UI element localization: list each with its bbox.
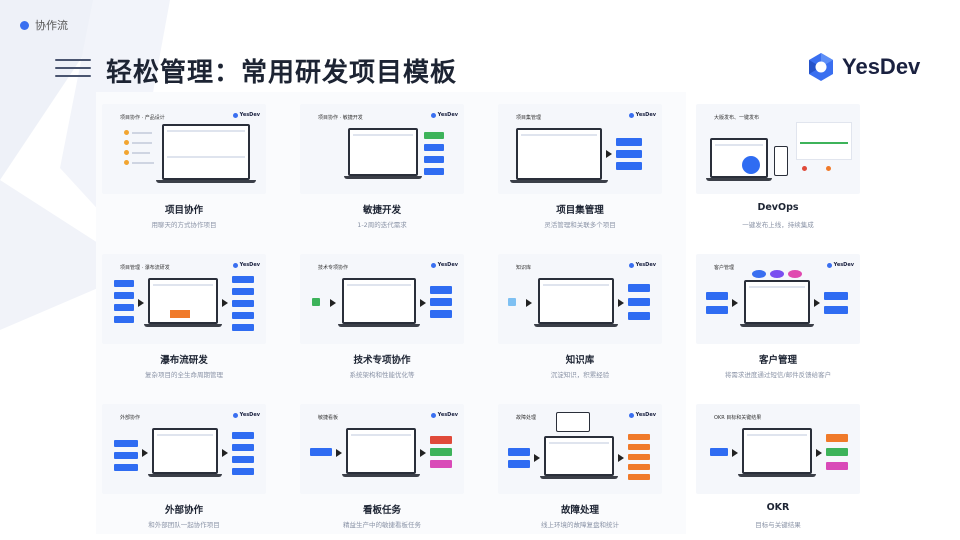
template-thumbnail: 知识库 YesDev bbox=[498, 254, 662, 344]
thumb-logo: YesDev bbox=[430, 412, 458, 418]
menu-icon bbox=[55, 59, 91, 77]
card-description: 复杂项目的全生命周期管理 bbox=[145, 371, 223, 379]
card-title: 敏捷开发 bbox=[362, 205, 401, 216]
card-description: 将需求进度通过短信/邮件反馈给客户 bbox=[724, 371, 832, 379]
card-description: 目标与关键结果 bbox=[755, 521, 801, 529]
card-title: 项目协作 bbox=[164, 205, 203, 216]
card-description: 和外部团队一起协作项目 bbox=[148, 521, 220, 529]
template-thumbnail: 大版发布、一键发布 bbox=[696, 104, 860, 194]
thumb-logo: YesDev bbox=[628, 412, 656, 418]
thumb-header: 项目集管理 bbox=[516, 115, 542, 121]
card-title: 外部协作 bbox=[164, 505, 203, 516]
template-card-tech-project[interactable]: 技术专项协作 YesDev 技术专项协作 系统架构和性能优化等 bbox=[294, 242, 470, 382]
logo-text: YesDev bbox=[842, 54, 921, 79]
yesdev-logo: YesDev bbox=[806, 52, 920, 82]
thumb-header: 客户管理 bbox=[714, 265, 735, 271]
template-card-kanban[interactable]: 敏捷看板 YesDev 看板任务 精益生产中的敏捷看板任务 bbox=[294, 392, 470, 532]
thumb-header: 知识库 bbox=[516, 265, 532, 271]
card-description: 灵活管理和关联多个项目 bbox=[544, 221, 616, 229]
template-thumbnail: 项目协作 · 产品设计 YesDev bbox=[102, 104, 266, 194]
card-description: 系统架构和性能优化等 bbox=[349, 371, 415, 379]
thumb-logo: YesDev bbox=[430, 262, 458, 268]
template-thumbnail: 项目管理 · 瀑布流研发 YesDev bbox=[102, 254, 266, 344]
card-title: 故障处理 bbox=[560, 505, 599, 516]
page-title: 轻松管理：常用研发项目模板 bbox=[106, 58, 458, 88]
template-thumbnail: 敏捷看板 YesDev bbox=[300, 404, 464, 494]
thumb-logo: YesDev bbox=[628, 262, 656, 268]
card-description: 精益生产中的敏捷看板任务 bbox=[343, 521, 421, 529]
card-description: 用聊天的方式协作项目 bbox=[151, 221, 217, 229]
section-tag-label: 协作流 bbox=[35, 19, 68, 32]
thumb-header: 大版发布、一键发布 bbox=[714, 115, 760, 121]
template-card-waterfall[interactable]: 项目管理 · 瀑布流研发 YesDev 瀑布流研发 复杂项目的全生命周期管理 bbox=[96, 242, 272, 382]
template-card-knowledge-base[interactable]: 知识库 YesDev 知识库 沉淀知识，积累经验 bbox=[492, 242, 668, 382]
section-tag: 协作流 bbox=[20, 17, 68, 33]
template-card-customer[interactable]: 客户管理 YesDev 客户管理 将需求进度通过短信/邮件反馈给客户 bbox=[690, 242, 866, 382]
template-card-incident[interactable]: 故障处理 YesDev 故障处理 线上环境的故障复盘和统计 bbox=[492, 392, 668, 532]
template-thumbnail: 技术专项协作 YesDev bbox=[300, 254, 464, 344]
thumb-logo: YesDev bbox=[232, 262, 260, 268]
card-description: 沉淀知识，积累经验 bbox=[550, 371, 610, 379]
thumb-logo: YesDev bbox=[232, 412, 260, 418]
thumb-logo: YesDev bbox=[430, 112, 458, 118]
card-title: 看板任务 bbox=[362, 505, 401, 516]
card-title: 知识库 bbox=[565, 355, 595, 366]
card-title: 技术专项协作 bbox=[353, 355, 411, 366]
template-card-program-management[interactable]: 项目集管理 YesDev 项目集管理 灵活管理和关联多个项目 bbox=[492, 92, 668, 232]
card-description: 1-2周的迭代需求 bbox=[357, 221, 407, 229]
thumb-logo: YesDev bbox=[232, 112, 260, 118]
card-description: 线上环境的故障复盘和统计 bbox=[541, 521, 619, 529]
thumb-header: 项目协作 · 敏捷开发 bbox=[318, 115, 363, 121]
yesdev-logo-icon bbox=[809, 53, 833, 81]
template-thumbnail: OKR 目标和关键结果 bbox=[696, 404, 860, 494]
thumb-header: 技术专项协作 bbox=[318, 265, 349, 271]
card-title: DevOps bbox=[757, 202, 799, 213]
template-thumbnail: 客户管理 YesDev bbox=[696, 254, 860, 344]
thumb-header: 项目协作 · 产品设计 bbox=[120, 115, 165, 121]
thumb-header: 故障处理 bbox=[516, 415, 537, 421]
thumb-header: OKR 目标和关键结果 bbox=[714, 415, 762, 421]
thumb-header: 敏捷看板 bbox=[318, 415, 339, 421]
thumb-logo: YesDev bbox=[826, 262, 854, 268]
card-title: OKR bbox=[766, 502, 790, 513]
template-thumbnail: 故障处理 YesDev bbox=[498, 404, 662, 494]
template-card-devops[interactable]: 大版发布、一键发布 DevOps 一键发布上线，持续集成 bbox=[690, 92, 866, 232]
card-title: 项目集管理 bbox=[556, 205, 604, 216]
dot-icon bbox=[20, 20, 29, 30]
template-card-external-collab[interactable]: 外部协作 YesDev 外部协作 和外部团队一起协作项目 bbox=[96, 392, 272, 532]
template-grid: 项目协作 · 产品设计 YesDev 项目协作 用聊天的方式协作项目 项目协作 … bbox=[96, 92, 864, 532]
template-thumbnail: 外部协作 YesDev bbox=[102, 404, 266, 494]
thumb-header: 项目管理 · 瀑布流研发 bbox=[120, 265, 170, 271]
card-title: 客户管理 bbox=[758, 355, 797, 366]
template-card-agile[interactable]: 项目协作 · 敏捷开发 YesDev 敏捷开发 1-2周的迭代需求 bbox=[294, 92, 470, 232]
template-card-okr[interactable]: OKR 目标和关键结果 OKR 目标与关键结果 bbox=[690, 392, 866, 532]
template-card-project-collab[interactable]: 项目协作 · 产品设计 YesDev 项目协作 用聊天的方式协作项目 bbox=[96, 92, 272, 232]
thumb-logo: YesDev bbox=[628, 112, 656, 118]
card-description: 一键发布上线，持续集成 bbox=[742, 221, 814, 229]
template-thumbnail: 项目集管理 YesDev bbox=[498, 104, 662, 194]
card-title: 瀑布流研发 bbox=[160, 355, 208, 366]
template-thumbnail: 项目协作 · 敏捷开发 YesDev bbox=[300, 104, 464, 194]
thumb-header: 外部协作 bbox=[120, 415, 141, 421]
